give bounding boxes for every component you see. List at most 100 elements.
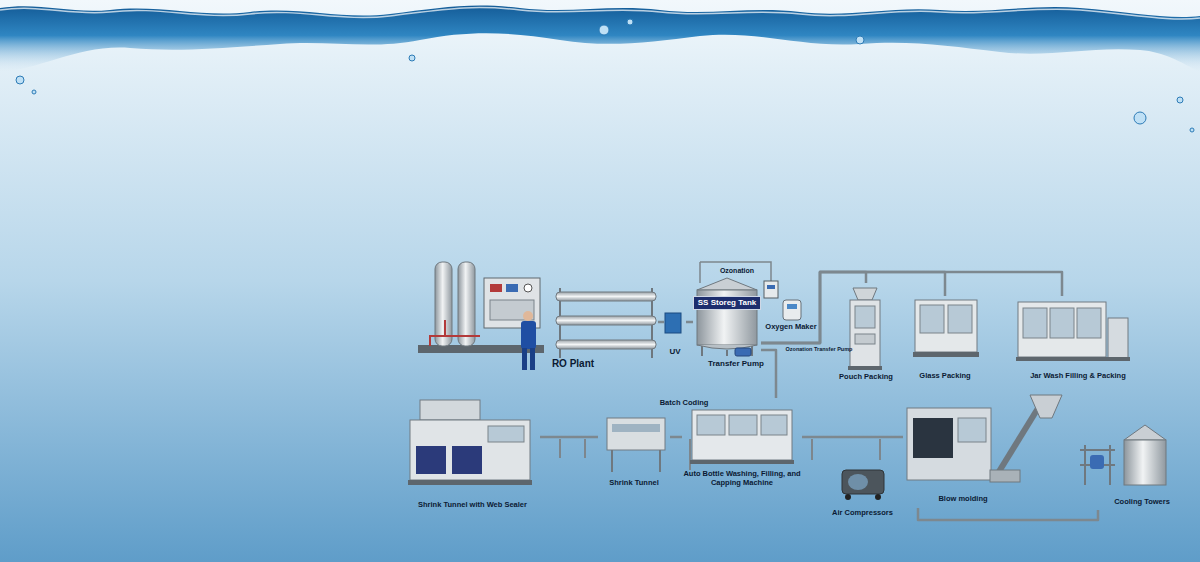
water-wave-part <box>627 19 633 25</box>
ro-plant-drawing-part <box>490 300 534 320</box>
part-label: Transfer Pump <box>705 359 767 368</box>
water-wave-part <box>16 76 24 84</box>
machine-label: Oxygen Maker <box>763 322 819 331</box>
ro-plant-drawing-part <box>530 348 535 370</box>
machine-label: Auto Bottle Washing, Filling, and Cappin… <box>682 469 802 487</box>
machine-label: Jar Wash Filling & Packing <box>1012 371 1144 380</box>
storage-tank-drawing-part <box>700 262 771 281</box>
web-sealer-drawing-part <box>488 426 524 442</box>
ro-plant-drawing-part <box>521 321 536 349</box>
bottle-machine-drawing <box>690 410 794 464</box>
ro-plant-drawing-part <box>484 278 540 328</box>
part-label: Batch Coding <box>656 399 712 408</box>
web-sealer-drawing-part <box>416 446 446 474</box>
pipe-connector <box>686 321 693 324</box>
pouch-machine-drawing-part <box>848 366 882 370</box>
machine-label: Shrink Tunnel with Web Sealer <box>405 500 540 509</box>
uv-unit <box>665 313 681 333</box>
bottle-machine-drawing-part <box>729 415 757 435</box>
machine-label: Blow molding <box>923 494 1003 503</box>
pipe-connector <box>761 272 866 343</box>
shrink-tunnel-drawing-part <box>612 450 660 472</box>
water-wave <box>0 6 1200 132</box>
machine-label: Pouch Packing <box>834 372 898 381</box>
glass-packing-node: Glass Packing <box>908 296 982 382</box>
web-sealer-node: Shrink Tunnel with Web Sealer <box>405 398 540 512</box>
glass-machine-drawing-part <box>915 300 977 352</box>
blow-molding-drawing-part <box>1030 395 1062 418</box>
jar-machine-drawing-part <box>1050 308 1074 338</box>
air-compressor-drawing <box>842 470 884 500</box>
storage-tank-drawing-part <box>702 346 752 356</box>
air-compressor-drawing-part <box>845 494 851 500</box>
jar-machine-drawing-part <box>1018 302 1106 357</box>
water-wave-part <box>0 6 1200 72</box>
web-sealer-drawing <box>408 400 532 485</box>
machine-label: Shrink Tunnel <box>598 478 670 487</box>
pipe-connector <box>802 436 903 439</box>
tank-label: SS Storeg Tank <box>693 296 761 310</box>
blow-molding-drawing <box>907 395 1062 482</box>
blow-molding-drawing-part <box>995 405 1040 478</box>
pouch-machine-drawing-part <box>855 306 875 328</box>
web-sealer-drawing-part <box>420 400 480 420</box>
cooling-tower-drawing-part <box>1124 440 1166 485</box>
machine-label: Glass Packing <box>908 371 982 380</box>
ro-plant-drawing-part <box>556 292 656 301</box>
oxygen-maker-drawing-part <box>783 300 801 320</box>
shrink-tunnel-drawing <box>607 418 665 472</box>
air-compressor-drawing-part <box>842 470 884 494</box>
pouch-machine-drawing-part <box>850 300 880 368</box>
water-wave-part <box>599 25 609 35</box>
ro-plant-drawing-part <box>458 262 475 346</box>
pouch-packing-node: Pouch Packing <box>834 283 898 383</box>
water-wave-part <box>856 36 864 44</box>
pipe-connector <box>540 436 598 439</box>
storage-tank-drawing-part <box>735 348 751 356</box>
web-sealer-drawing-part <box>410 420 530 480</box>
part-label: Ozonation Transfer Pump <box>783 346 855 352</box>
machine-label: RO Plant <box>533 358 613 370</box>
shrink-tunnel-drawing-part <box>612 424 660 432</box>
oxygen-maker-drawing-part <box>787 304 797 309</box>
uv-unit-part <box>665 313 681 333</box>
air-compressor-drawing-part <box>848 474 868 490</box>
pipe-connector <box>761 272 945 343</box>
oxygen-maker-node: Oxygen Maker <box>763 300 819 334</box>
pouch-machine-drawing-part <box>853 288 877 300</box>
water-wave-part <box>32 90 36 94</box>
pouch-machine-drawing-part <box>855 334 875 344</box>
storage-tank-drawing-part <box>764 281 778 298</box>
machine-label: Air Compressors <box>825 508 900 517</box>
ro-plant-drawing-part <box>490 284 502 292</box>
cooling-tower-drawing <box>1080 425 1166 485</box>
storage-tank-drawing-part <box>767 285 775 289</box>
pouch-machine-drawing <box>848 288 882 370</box>
jar-machine-drawing-part <box>1023 308 1047 338</box>
shrink-tunnel-node: Shrink Tunnel <box>598 412 670 492</box>
jar-machine-drawing-part <box>1016 357 1130 361</box>
glass-machine-drawing-part <box>913 352 979 357</box>
air-compressor-node: Air Compressors <box>825 462 900 520</box>
oxygen-maker-drawing <box>783 300 801 320</box>
ro-plant-drawing-part <box>524 284 532 292</box>
pipe-connector <box>918 508 1098 520</box>
bottle-machine-node: Auto Bottle Washing, Filling, and Cappin… <box>682 398 802 496</box>
air-compressor-drawing-part <box>875 494 881 500</box>
cooling-tower-drawing-part <box>1090 455 1104 469</box>
ro-plant-drawing <box>418 262 656 370</box>
glass-machine-drawing-part <box>920 305 944 333</box>
storage-tank-drawing-part <box>697 278 757 290</box>
ro-plant-drawing-part <box>556 316 656 325</box>
jar-packing-node: Jar Wash Filling & Packing <box>1012 296 1144 382</box>
pipe-connector <box>761 272 1062 343</box>
pipe-connector <box>670 436 682 439</box>
storage-tank-node: SS Storeg Tank <box>693 282 761 356</box>
uv-unit-node: UV <box>664 312 686 360</box>
blow-molding-drawing-part <box>990 470 1020 482</box>
blow-molding-node: Blow molding <box>903 400 1075 508</box>
